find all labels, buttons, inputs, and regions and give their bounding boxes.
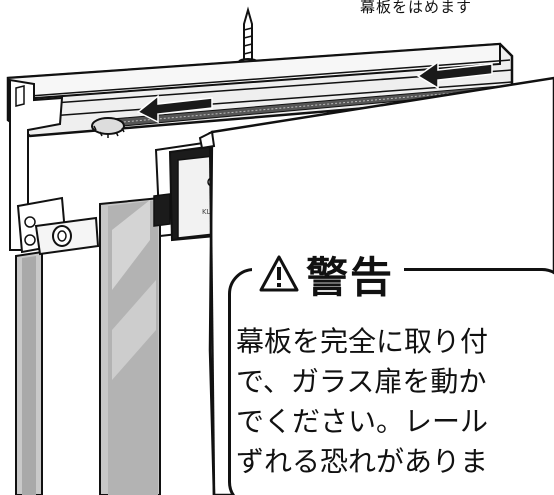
warning-line: でください。レール (236, 405, 489, 438)
warning-heading: 警告 (252, 246, 405, 302)
warning-line: ずれる恐れがありま (236, 445, 489, 478)
glass-door (99, 193, 171, 495)
warning-text: 幕板を完全に取り付 で、ガラス扉を動か でください。レール ずれる恐れがありま (236, 322, 554, 482)
push-arrow-right (416, 60, 493, 90)
warning-line: で、ガラス扉を動か (236, 365, 487, 398)
push-arrow-left (136, 94, 213, 124)
warning-line: 幕板を完全に取り付 (236, 325, 489, 358)
side-bracket (15, 196, 100, 495)
warning-title: 警告 (306, 252, 395, 302)
drive-gear (91, 117, 125, 138)
product-brand-label: KLE (202, 208, 215, 216)
warning-triangle-icon (259, 255, 299, 292)
warning-box (228, 268, 554, 495)
screw (238, 6, 258, 66)
ceiling-rail (6, 42, 514, 251)
instruction-caption: 幕板をはめます (360, 0, 473, 16)
